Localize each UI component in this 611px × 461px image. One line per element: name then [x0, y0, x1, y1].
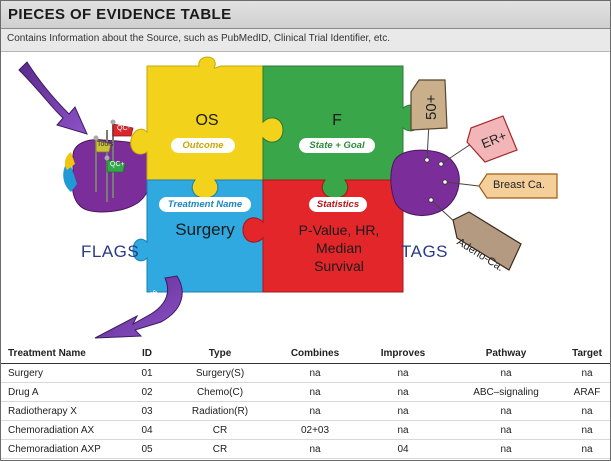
flag-qc-plus-label: QC+: [110, 161, 125, 168]
table-cell: ABC–signaling: [448, 382, 564, 402]
table-cell: na: [272, 439, 358, 459]
statistics-pill: Statistics: [309, 197, 367, 212]
table-cell: na: [564, 401, 610, 421]
tags-label: TAGS: [401, 242, 449, 261]
table-cell: Radiation(R): [168, 401, 272, 421]
state-goal-pill: State + Goal: [299, 138, 375, 153]
table-cell: Radiotherapy X: [1, 401, 126, 421]
tag-50plus: [410, 79, 448, 131]
table-cell: 03: [126, 401, 168, 421]
evidence-table: Treatment Name ID Type Combines Improves…: [1, 344, 610, 460]
table-row: Surgery 01 Surgery(S) na na na na: [1, 363, 610, 383]
table-cell: na: [358, 382, 448, 402]
table-cell: 02+03: [272, 420, 358, 440]
table-cell: na: [448, 363, 564, 383]
table-cell: na: [272, 401, 358, 421]
table-header-row: Treatment Name ID Type Combines Improves…: [1, 344, 610, 364]
table-cell: Chemo(C): [168, 382, 272, 402]
flag-qc-minus: [112, 123, 134, 137]
flags-label: FLAGS: [81, 242, 140, 261]
table-cell: na: [564, 439, 610, 459]
tag-breast-ca: [478, 173, 558, 199]
flags-group: [93, 119, 134, 202]
table-cell: na: [272, 363, 358, 383]
state-goal-title: F: [332, 112, 342, 129]
table-cell: Surgery(S): [168, 363, 272, 383]
outcome-pill: Outcome: [171, 138, 235, 153]
puzzle-diagram: OS Outcome F State + Goal Treatment Name…: [1, 52, 610, 343]
table-cell: Drug A: [1, 382, 126, 402]
table-cell: CR: [168, 439, 272, 459]
treatment-title: Surgery: [175, 220, 235, 239]
table-row: Chemoradiation AXP 05 CR na 04 na na: [1, 439, 610, 459]
table-cell: Chemoradiation AXP: [1, 439, 126, 459]
column-header: ID: [126, 344, 168, 364]
connects-arrow: [94, 275, 183, 339]
tag-breast-ca-label: Breast Ca.: [493, 179, 545, 191]
table-cell: na: [448, 439, 564, 459]
table-cell: Surgery: [1, 363, 126, 383]
tags-blob: [390, 149, 460, 216]
table-cell: na: [358, 363, 448, 383]
table-cell: 05: [126, 439, 168, 459]
column-header: Treatment Name: [1, 344, 126, 364]
header-bar: PIECES OF EVIDENCE TABLE: [1, 1, 610, 29]
table-cell: na: [448, 401, 564, 421]
flag-qc-minus-label: QC-: [117, 125, 130, 132]
table-cell: ARAF: [564, 382, 610, 402]
table-cell: na: [358, 420, 448, 440]
table-row: Radiotherapy X 03 Radiation(R) na na na …: [1, 401, 610, 421]
table-cell: 01: [126, 363, 168, 383]
statistics-line-3: Survival: [314, 258, 364, 274]
table-cell: CR: [168, 420, 272, 440]
description-bar: Contains Information about the Source, s…: [1, 29, 610, 52]
tag-adeno-ca: [452, 211, 522, 271]
column-header: Improves: [358, 344, 448, 364]
tag-50plus-label: 50+: [423, 94, 440, 120]
table-cell: na: [564, 420, 610, 440]
column-header: Target: [564, 344, 610, 364]
table-cell: 04: [358, 439, 448, 459]
statistics-line-2: Median: [316, 240, 362, 256]
page-title: PIECES OF EVIDENCE TABLE: [8, 6, 232, 23]
column-header: Type: [168, 344, 272, 364]
outcome-title: OS: [195, 112, 219, 129]
treatment-pill: Treatment Name: [159, 197, 251, 212]
puzzle-pieces: [130, 56, 422, 293]
flag-tools: [95, 139, 112, 153]
flags-pointer-arrow: [18, 61, 88, 135]
table-cell: 04: [126, 420, 168, 440]
column-header: Pathway: [448, 344, 564, 364]
table-row: Chemoradiation AX 04 CR 02+03 na na na: [1, 420, 610, 440]
table-cell: na: [358, 401, 448, 421]
table-cell: na: [272, 382, 358, 402]
flag-tools-label: Tools: [97, 141, 114, 148]
diagram-canvas: [18, 56, 558, 339]
statistics-line-1: P-Value, HR,: [298, 222, 380, 238]
tag-er-plus: [466, 115, 518, 163]
table-row: Drug A 02 Chemo(C) na na ABC–signaling A…: [1, 382, 610, 402]
table-cell: 02: [126, 382, 168, 402]
flag-qc-plus: [106, 159, 126, 173]
table-cell: na: [564, 363, 610, 383]
description-text: Contains Information about the Source, s…: [7, 33, 390, 44]
table-cell: Chemoradiation AX: [1, 420, 126, 440]
table-cell: na: [448, 420, 564, 440]
column-header: Combines: [272, 344, 358, 364]
